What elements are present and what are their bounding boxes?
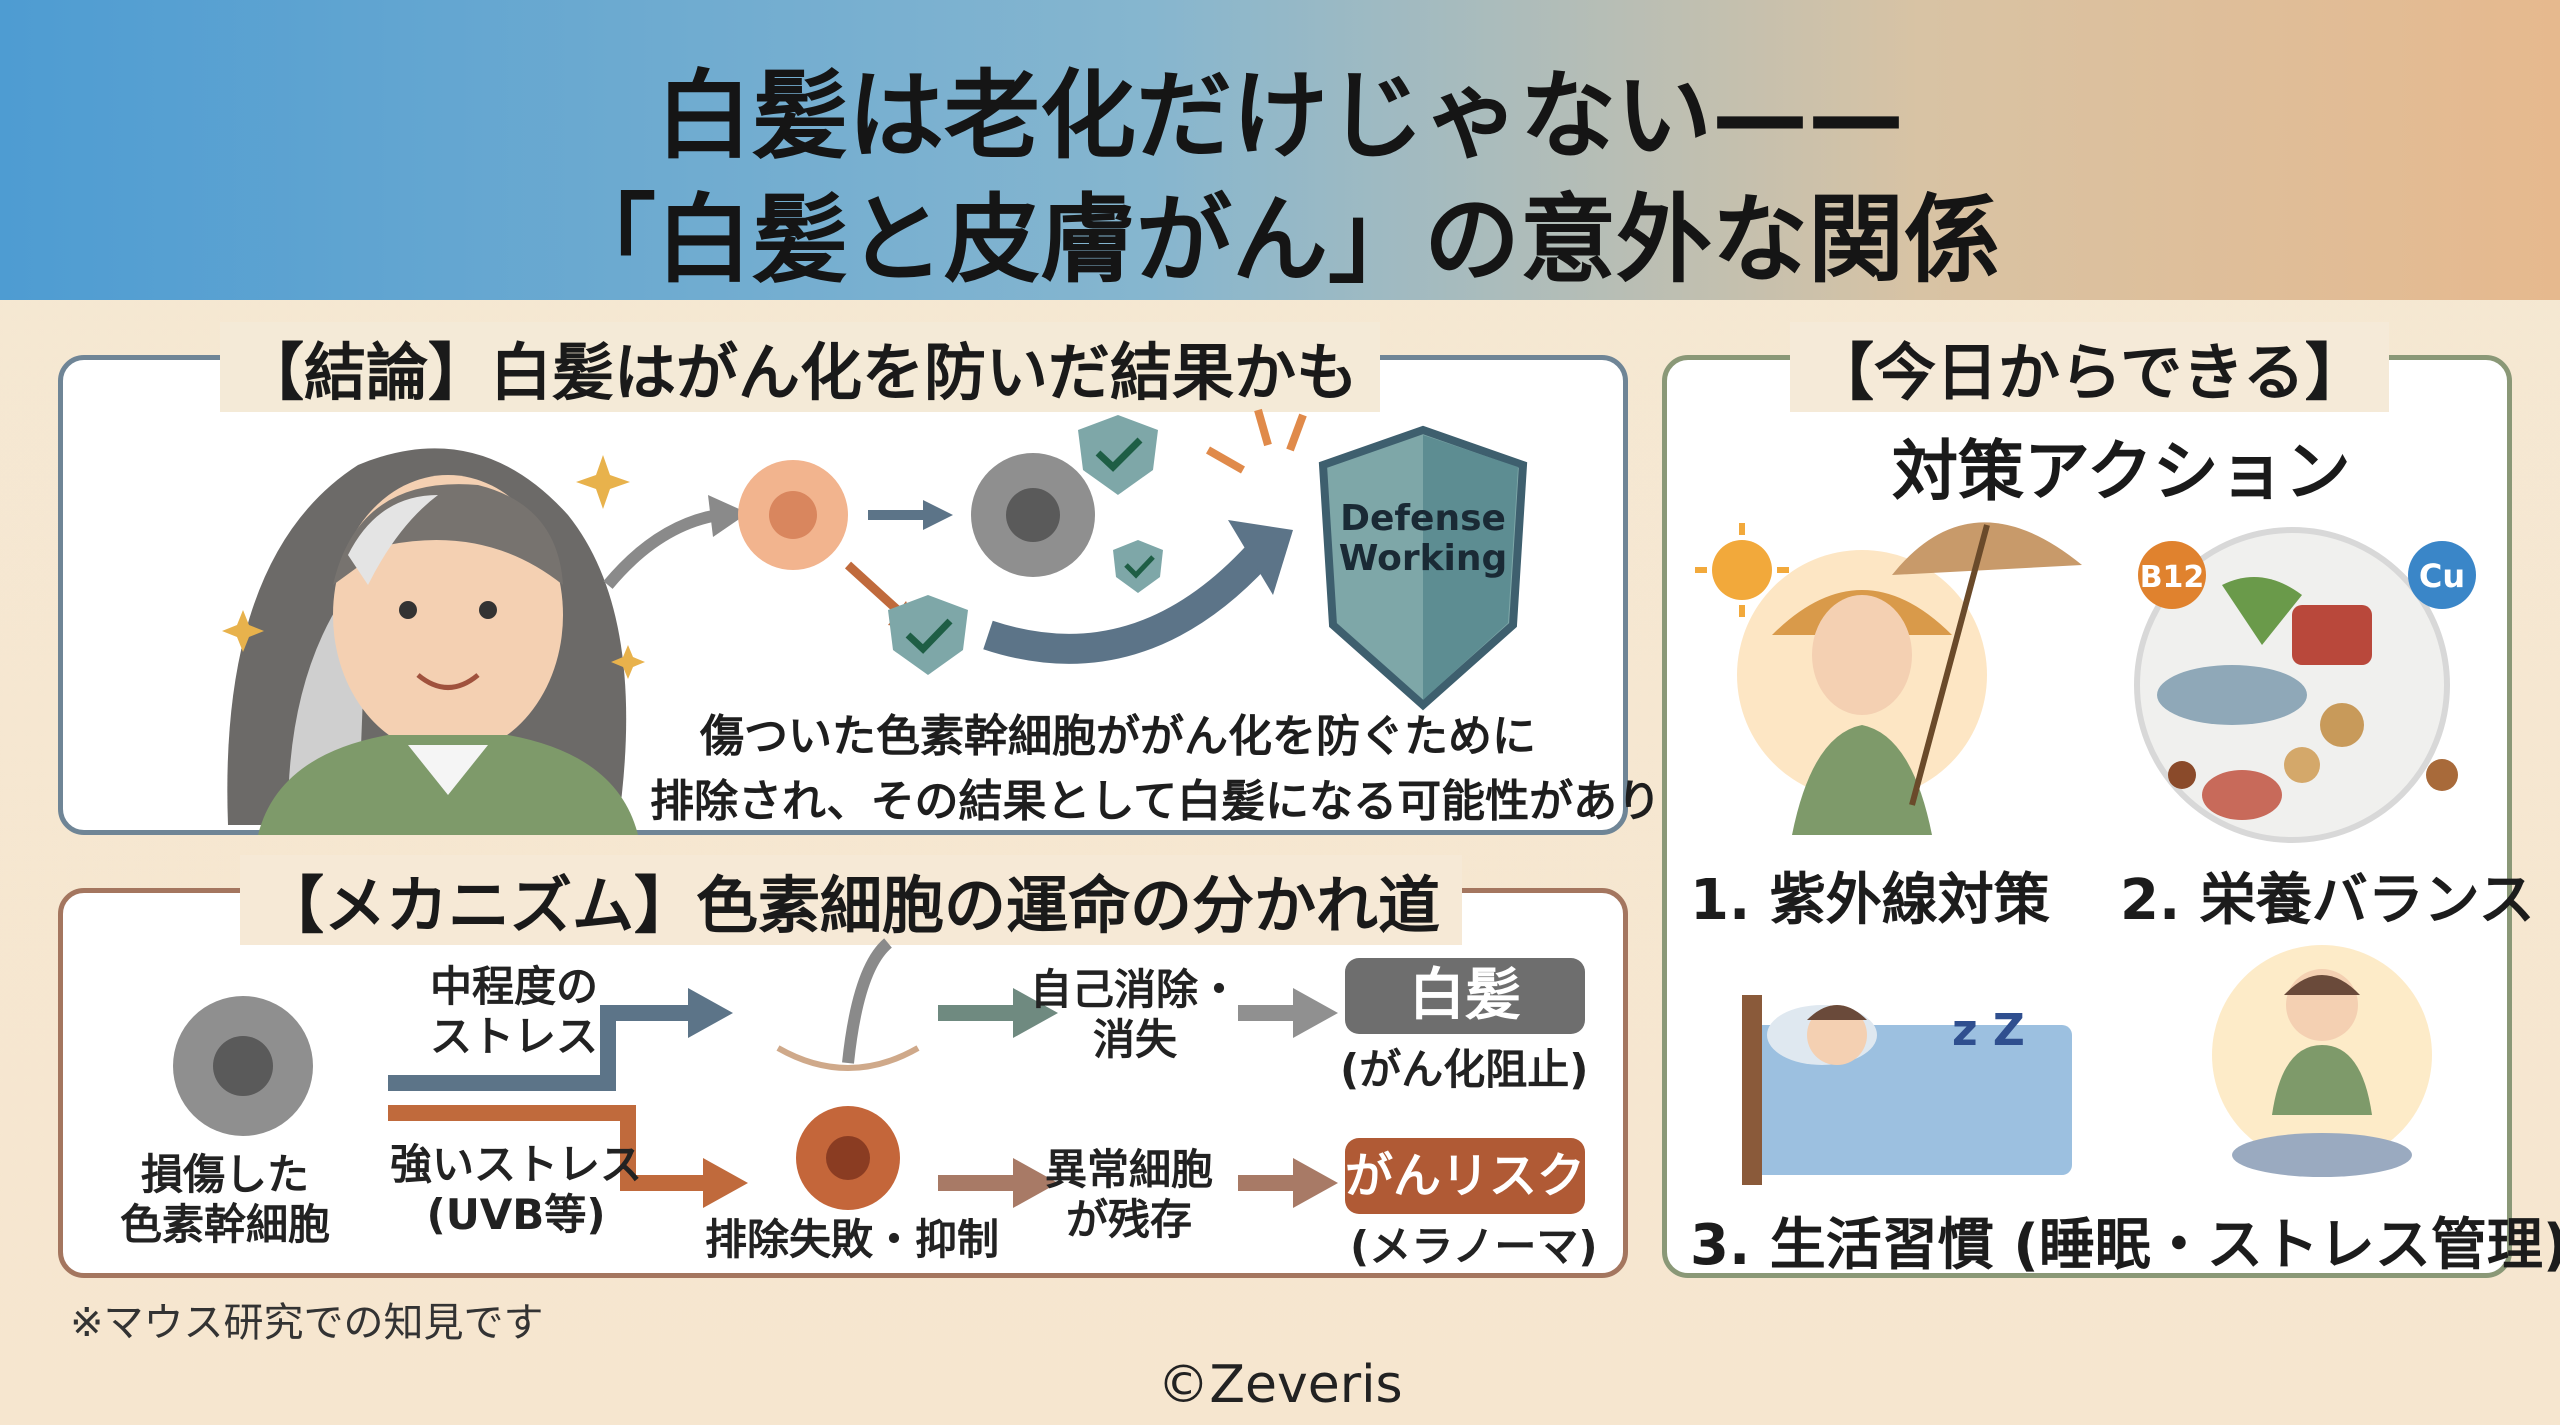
shield-check-icons [888, 415, 1163, 675]
mechanism-title: 【メカニズム】色素細胞の運命の分かれ道 [240, 855, 1463, 945]
strong-stress-label: 強いストレス (UVB等) [390, 1140, 643, 1240]
failed-elimination-label: 排除失敗・抑制 [705, 1215, 1000, 1264]
sparkle-icons [222, 455, 645, 679]
conclusion-description-1: 傷ついた色素幹細胞ががん化を防ぐために [700, 711, 1536, 762]
alert-lines [1206, 408, 1307, 474]
vitamin-b12-icon [2138, 541, 2206, 609]
damaged-stem-cell-label: 損傷した 色素幹細胞 [120, 1150, 331, 1250]
defense-shield [1318, 425, 1528, 711]
outcome-cancer-risk-badge: がんリスク [1345, 1138, 1585, 1214]
outcome-white-hair-sub: (がん化阻止) [1340, 1045, 1589, 1094]
action-label-lifestyle: 3. 生活習慣 (睡眠・ストレス管理) [1690, 1213, 2560, 1278]
moderate-stress-label: 中程度の ストレス [430, 962, 599, 1062]
footnote: ※マウス研究での知見です [70, 1300, 544, 1346]
title-line-2: 「白髪と皮膚がん」の意外な関係 [560, 184, 2000, 296]
sleeping-person-illustration [1742, 995, 2072, 1185]
outcome-cancer-risk-sub: (メラノーマ) [1350, 1222, 1598, 1271]
copper-cu-icon [2408, 541, 2476, 609]
action-title-2: 対策アクション [1892, 433, 2351, 510]
action-title-1: 【今日からできる】 [1790, 322, 2389, 412]
sun-icon [1695, 523, 1789, 617]
conclusion-description-2: 排除され、その結果として白髪になる可能性があります。 [650, 776, 1789, 827]
self-elimination-label: 自己消除・ 消失 [1030, 965, 1241, 1065]
copyright: ©Zeveris [1157, 1355, 1403, 1415]
shield-text-working: Working [1339, 538, 1508, 579]
header-banner [0, 0, 2560, 300]
outcome-white-hair-badge: 白髪 [1345, 958, 1585, 1034]
action-illustrations: B12 Cu z Z [1695, 522, 2476, 1185]
cu-text: Cu [2419, 557, 2465, 595]
meditating-person-illustration [2212, 945, 2432, 1177]
abnormal-cells-label: 異常細胞 が残存 [1045, 1145, 1214, 1245]
b12-text: B12 [2140, 560, 2205, 595]
conclusion-title: 【結論】白髪はがん化を防いだ結果かも [220, 322, 1381, 412]
conclusion-illustration: Defense Working [222, 408, 1528, 835]
woman-with-umbrella-illustration [1737, 522, 2082, 835]
zzz-text: z Z [1952, 1005, 2025, 1056]
abnormal-cell-cluster [796, 1106, 900, 1210]
mechanism-diagram [173, 938, 1338, 1210]
gray-hair-strand [776, 938, 920, 1071]
shield-text-defense: Defense [1340, 498, 1506, 539]
title-line-1: 白髪は老化だけじゃない—— [656, 60, 1904, 172]
action-label-uv: 1. 紫外線対策 [1690, 868, 2050, 933]
arrow-to-cell [603, 509, 720, 589]
gray-haired-woman-illustration [227, 448, 638, 835]
food-plate-illustration [2134, 527, 2458, 843]
action-label-nutrition: 2. 栄養バランス [2120, 868, 2535, 933]
big-arrow-to-shield [983, 544, 1270, 664]
